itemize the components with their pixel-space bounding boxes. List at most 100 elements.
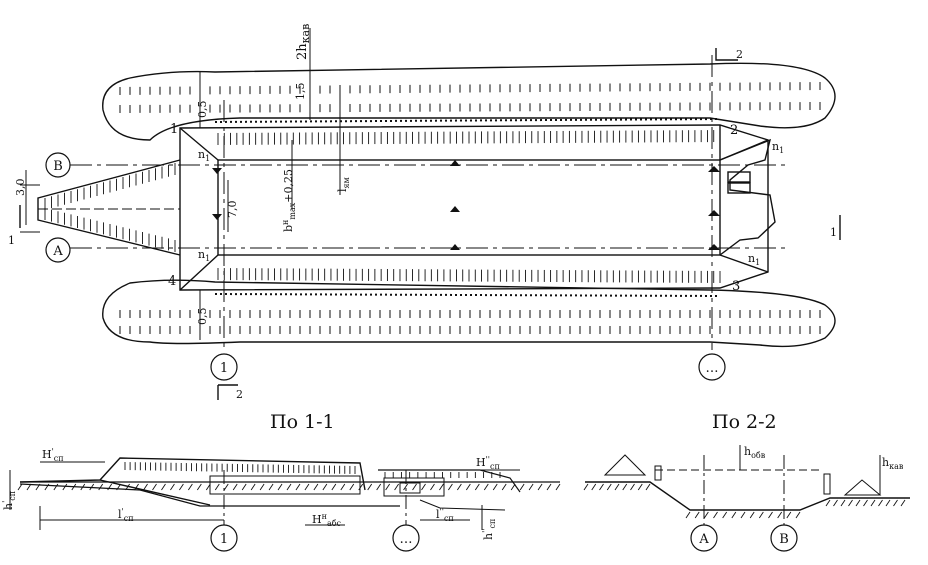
hatch-tick: [694, 511, 700, 519]
hatch-tick: [758, 511, 764, 519]
pit-bottom: [217, 159, 721, 256]
hatch-tick: [385, 483, 391, 491]
left-ramp-hatch: [44, 163, 176, 252]
hatch-tick: [795, 511, 801, 519]
hatch-tick: [528, 483, 534, 491]
hatch-tick: [870, 499, 876, 507]
hatch-tick: [268, 483, 274, 491]
corner-4: 4: [168, 274, 176, 289]
hatch-tick: [161, 483, 166, 491]
hatch-tick: [295, 483, 301, 491]
hatch-tick: [685, 511, 691, 519]
hatch-tick: [456, 483, 462, 491]
hatch-tick: [474, 483, 480, 491]
hatch-tick: [125, 483, 130, 491]
hatch-tick: [80, 483, 86, 491]
label-h-sp-2: h''сп: [481, 519, 497, 540]
hatch-tick: [367, 483, 373, 491]
hatch-tick: [421, 483, 426, 491]
hatch-tick: [622, 483, 628, 491]
label-h-obv: hобв: [744, 445, 766, 460]
s2-axis-B: В: [779, 532, 789, 547]
hatch-tick: [241, 483, 247, 491]
axis-B-label: В: [53, 159, 63, 174]
bottom-spoil-bank: [102, 279, 836, 348]
hatch-tick: [304, 483, 310, 491]
section-mark-2-bottom: 2: [236, 388, 243, 401]
hatch-tick: [152, 483, 157, 491]
section-mark-1-left: 1: [8, 234, 15, 247]
corner-1: 1: [170, 122, 178, 137]
pit-slope-hatch: [217, 130, 721, 283]
hatch-tick: [44, 483, 50, 491]
hatch-tick: [637, 483, 643, 491]
hatch-tick: [62, 483, 68, 491]
hatch-tick: [35, 483, 41, 491]
label-H-sp-2: H''сп: [476, 455, 500, 471]
plan-view: [19, 28, 841, 400]
hatch-tick: [430, 483, 435, 491]
hatch-tick: [439, 483, 444, 491]
dim-n1-right-top: n1: [772, 140, 784, 155]
dim-b-max: bнmax+0,25: [281, 169, 297, 232]
hatch-tick: [833, 499, 838, 507]
hatch-tick: [749, 511, 755, 519]
label-H-sp-1: H'сп: [42, 447, 64, 463]
hatch-tick: [403, 483, 408, 491]
section-1-labels: H'сп H''сп h'сп l'сп l''сп Hнабс h''сп 1…: [1, 447, 500, 552]
hatch-tick: [170, 483, 175, 491]
section-2-labels: hобв hкав А В: [690, 445, 904, 552]
hatch-tick: [825, 499, 831, 507]
hatch-tick: [768, 511, 773, 519]
axis-1-label: 1: [220, 361, 228, 376]
hatch-tick: [143, 483, 148, 491]
hatch-tick: [786, 511, 792, 519]
hatch-tick: [98, 483, 104, 491]
hatch-tick: [606, 483, 612, 491]
hatch-tick: [394, 483, 399, 491]
hatch-tick: [187, 483, 193, 491]
hatch-tick: [900, 499, 906, 507]
dim-n1-top: n1: [198, 148, 210, 163]
hatch-tick: [448, 483, 453, 491]
top-spoil-hatch: [119, 82, 821, 113]
hatch-tick: [340, 483, 346, 491]
hatch-tick: [223, 483, 229, 491]
hatch-tick: [71, 483, 77, 491]
hatch-tick: [134, 483, 139, 491]
corner-2: 2: [730, 123, 738, 138]
hatch-tick: [465, 483, 471, 491]
dim-7-0: 7,0: [226, 201, 239, 219]
hatch-tick: [349, 483, 355, 491]
hatch-tick: [703, 511, 709, 519]
section-1-title: По 1-1: [270, 411, 335, 433]
axis-dots-label: …: [706, 361, 719, 376]
hatch-tick: [322, 483, 328, 491]
hatch-tick: [89, 483, 95, 491]
hatch-tick: [885, 499, 891, 507]
dim-n1-bottom: n1: [198, 248, 210, 263]
hatch-tick: [26, 483, 32, 491]
hatch-tick: [179, 483, 184, 491]
hatch-tick: [286, 483, 292, 491]
hatch-tick: [107, 483, 113, 491]
section-mark-1-right: 1: [830, 226, 837, 239]
hatch-tick: [722, 511, 728, 519]
hatch-tick: [614, 483, 620, 491]
hatch-tick: [53, 483, 59, 491]
hatch-tick: [731, 511, 737, 519]
top-spoil-bank: [102, 62, 836, 141]
hatch-tick: [331, 483, 337, 491]
dim-l-yam: lям: [336, 177, 351, 192]
label-l-sp-2: l''сп: [436, 507, 454, 523]
hatch-tick: [483, 483, 489, 491]
hatch-tick: [205, 483, 211, 491]
hatch-tick: [546, 483, 552, 491]
hatch-tick: [492, 483, 498, 491]
s1-axis-1: 1: [220, 532, 228, 547]
hatch-tick: [17, 483, 23, 491]
hatch-tick: [250, 483, 256, 491]
plan-labels: В А 1 … 1 2 3 4 2 2 1 1 2hкав 0,5 1,5 0,…: [8, 24, 837, 401]
section-mark-2-top: 2: [736, 48, 743, 61]
